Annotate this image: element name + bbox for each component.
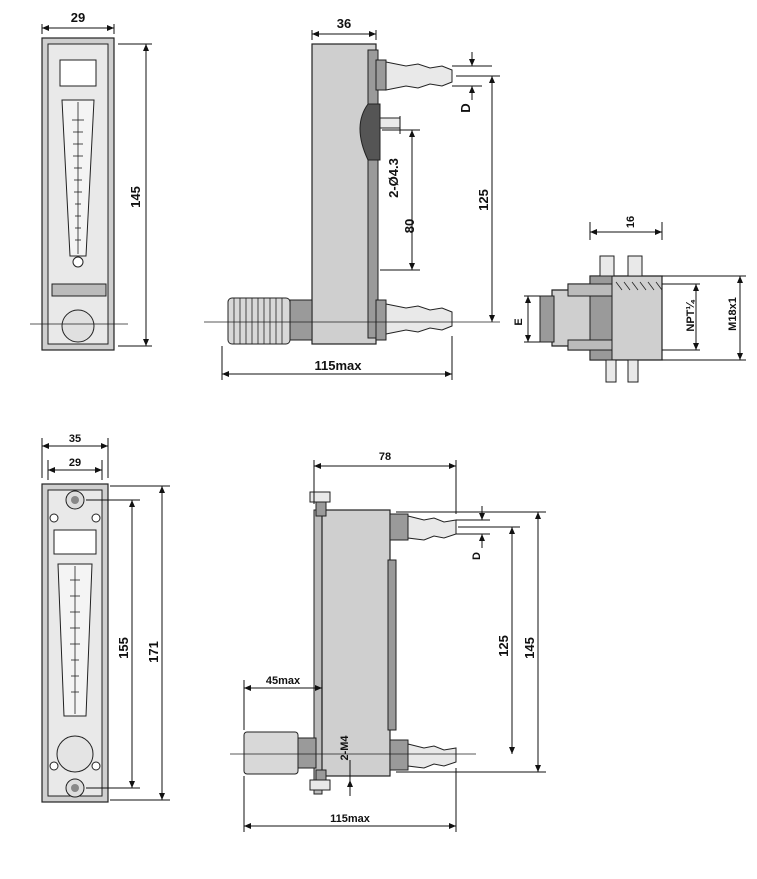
thread-dimension: M18x1 <box>727 297 739 331</box>
length-115max-dimension-bottom: 115max <box>330 813 371 825</box>
side-view-top: 36 D 2-Ø4.3 80 125 115max <box>204 16 500 380</box>
front-view-top: 29 145 <box>30 10 152 351</box>
spacing-125-dimension: 125 <box>476 189 491 211</box>
fitting-width-dimension: 16 <box>625 216 637 228</box>
height-dimension: 145 <box>128 186 143 208</box>
side-view-bottom: 78 D 125 145 45max 2-M4 115max <box>230 451 546 832</box>
npt-dimension: NPT¼ <box>685 300 697 332</box>
length-dimension: 115max <box>315 358 363 373</box>
screws-2m4-dimension: 2-M4 <box>339 735 351 761</box>
outer-width-dimension: 35 <box>69 433 81 445</box>
front-view-bottom: 35 29 155 171 <box>41 433 170 803</box>
height-145-dimension-bottom: 145 <box>522 637 537 659</box>
width-dimension: 29 <box>71 10 85 25</box>
height-171-dimension: 171 <box>146 641 161 663</box>
holes-dimension: 2-Ø4.3 <box>386 158 401 198</box>
height-155-dimension: 155 <box>116 637 131 659</box>
spacing-125-dimension-bottom: 125 <box>496 635 511 657</box>
knob-45max-dimension: 45max <box>266 675 301 687</box>
depth-dimension: 36 <box>337 16 351 31</box>
fitting-detail: 16 E NPT¼ M18x1 <box>513 216 746 383</box>
d-dimension-bottom: D <box>471 552 483 560</box>
e-dimension: E <box>513 318 525 325</box>
depth-78-dimension: 78 <box>379 451 391 463</box>
d-dimension: D <box>458 103 473 112</box>
inner-width-dimension: 29 <box>69 457 81 469</box>
spacing-80-dimension: 80 <box>402 219 417 233</box>
